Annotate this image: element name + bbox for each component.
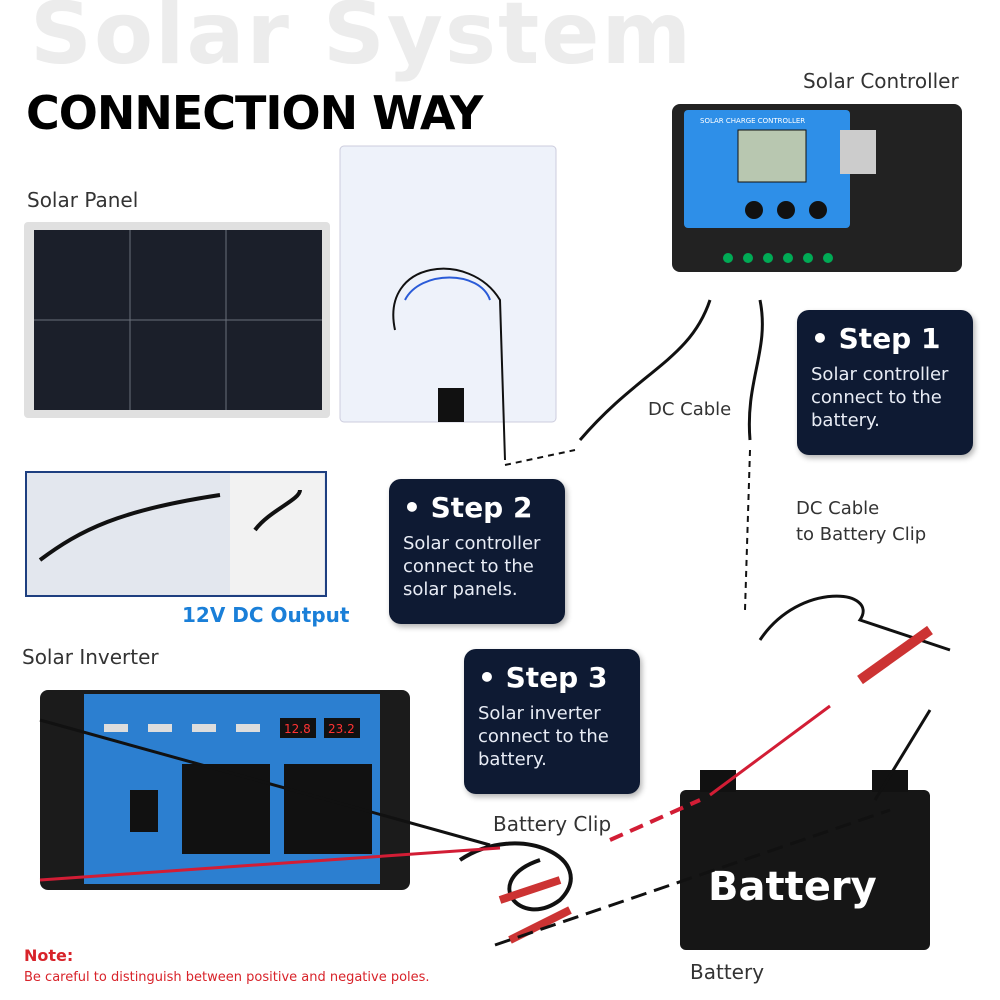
display-voltage: 12.8: [284, 722, 311, 736]
note-text: Be careful to distinguish between positi…: [24, 970, 430, 985]
label-solar-panel: Solar Panel: [27, 188, 139, 212]
step-title: • Step 1: [811, 322, 941, 355]
step-text: Solar inverter: [478, 703, 601, 724]
step-text: battery.: [478, 749, 547, 770]
label-solar-inverter: Solar Inverter: [22, 645, 159, 669]
label-solar-controller: Solar Controller: [803, 69, 959, 93]
watermark: Solar System: [30, 0, 694, 84]
step-text: Solar controller: [811, 364, 949, 385]
label-dc-cable-clip-2: to Battery Clip: [796, 524, 927, 545]
inverter-image: 12.8 23.2: [40, 690, 410, 890]
step-title: • Step 2: [403, 491, 533, 524]
label-battery-clip: Battery Clip: [493, 812, 612, 836]
display-output: 23.2: [328, 722, 355, 736]
step-text: connect to the: [478, 726, 609, 747]
note-title: Note:: [24, 946, 74, 965]
solar-panel-image: [24, 222, 330, 418]
step-text: solar panels.: [403, 579, 518, 600]
battery-image: Battery: [680, 770, 930, 950]
step-text: battery.: [811, 410, 880, 431]
step-text: connect to the: [403, 556, 534, 577]
label-dc-cable-clip: DC Cable: [796, 498, 880, 519]
label-battery: Battery: [690, 960, 765, 984]
step-title: • Step 3: [478, 661, 608, 694]
page-title: CONNECTION WAY: [26, 86, 483, 140]
label-12v-output: 12V DC Output: [182, 603, 350, 627]
panel-back-image: [339, 145, 557, 461]
step-text: Solar controller: [403, 533, 541, 554]
step-text: connect to the: [811, 387, 942, 408]
battery-text: Battery: [708, 864, 877, 910]
controller-image: SOLAR CHARGE CONTROLLER: [672, 104, 962, 272]
controller-text: SOLAR CHARGE CONTROLLER: [700, 117, 805, 125]
label-dc-cable: DC Cable: [648, 399, 732, 420]
